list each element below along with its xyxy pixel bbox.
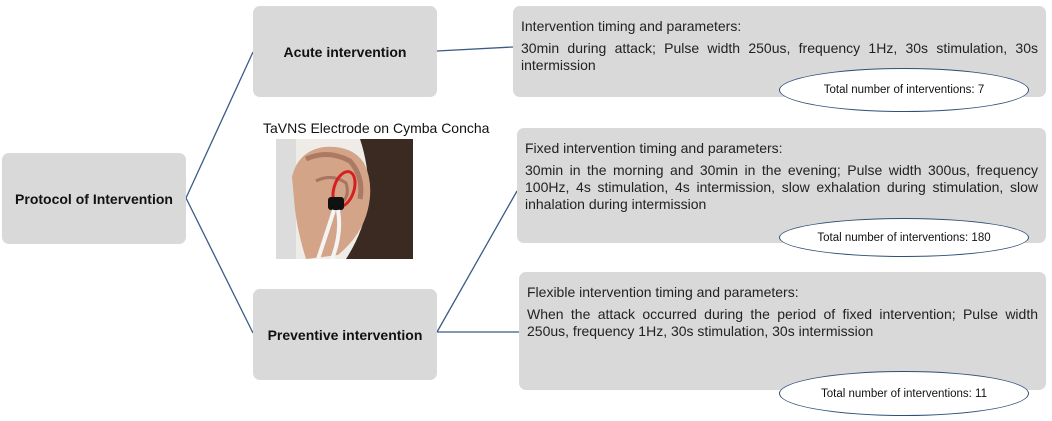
acute-details-body: 30min during attack; Pulse width 250us, … <box>521 40 1038 73</box>
fixed-details-body: 30min in the morning and 30min in the ev… <box>525 162 1038 212</box>
root-node: Protocol of Intervention <box>2 153 186 244</box>
electrode-caption: TaVNS Electrode on Cymba Concha <box>263 120 490 136</box>
root-label: Protocol of Intervention <box>15 190 173 207</box>
flexible-total-badge: Total number of interventions: 11 <box>779 371 1029 416</box>
preventive-intervention-node: Preventive intervention <box>253 289 437 380</box>
ear-electrode-photo <box>276 139 413 259</box>
preventive-intervention-label: Preventive intervention <box>267 326 423 343</box>
fixed-total-text: Total number of interventions: 180 <box>817 231 991 244</box>
flexible-total-text: Total number of interventions: 11 <box>821 387 987 400</box>
acute-total-badge: Total number of interventions: 7 <box>779 68 1029 112</box>
acute-intervention-node: Acute intervention <box>253 6 437 97</box>
acute-total-text: Total number of interventions: 7 <box>823 84 985 96</box>
fixed-total-badge: Total number of interventions: 180 <box>779 218 1029 257</box>
flexible-details-body: When the attack occurred during the peri… <box>527 306 1038 339</box>
flexible-details-heading: Flexible intervention timing and paramet… <box>527 284 799 300</box>
acute-intervention-label: Acute intervention <box>283 43 407 60</box>
fixed-details-heading: Fixed intervention timing and parameters… <box>525 140 783 156</box>
flexible-details-box: Flexible intervention timing and paramet… <box>519 272 1046 390</box>
acute-details-heading: Intervention timing and parameters: <box>521 18 742 34</box>
